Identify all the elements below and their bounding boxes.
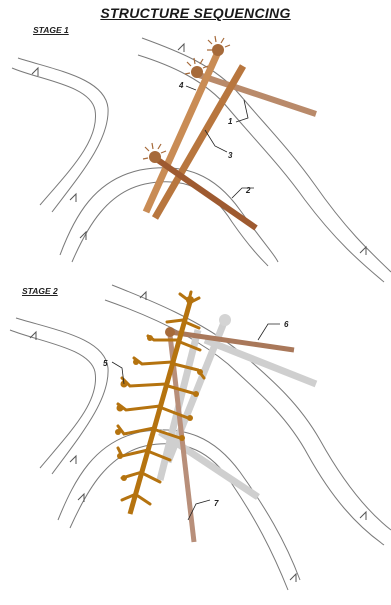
callout-2: 2 [245,186,251,195]
callout-5: 5 [103,359,108,368]
main-channel-bank-1 [58,430,300,580]
callout-3: 3 [228,151,233,160]
flow-arrow-icon [290,574,296,582]
callout-leader-3 [205,130,227,152]
callout-4: 4 [178,81,184,90]
callout-7: 7 [214,499,219,508]
callout-6: 6 [284,320,289,329]
callout-leader-4 [186,86,196,90]
stage-2-logs [130,302,294,542]
flow-arrow-icon [70,456,76,464]
left-channel-bank-outer [10,330,96,468]
stage-1-drawing: 1 2 3 4 [12,36,391,282]
stage-1-logs [143,36,316,228]
callout-leader-6 [258,324,280,340]
upper-channel-bank-1 [142,38,391,272]
ghost-root-wad-icon [219,314,231,326]
flow-arrow-icon [30,332,36,340]
callout-leader-5 [112,362,124,384]
flow-arrow-icon [360,512,366,520]
root-wad-icon [165,327,175,337]
callout-leader-2 [232,188,254,198]
flow-arrow-icon [70,194,76,202]
left-channel-bank-inner [18,58,108,212]
callout-1: 1 [228,117,233,126]
flow-arrow-icon [178,44,184,52]
left-channel-bank-inner [16,318,108,474]
flow-arrow-icon [360,247,366,255]
stage-2-drawing: 5 6 7 [10,285,391,590]
main-channel-bank-2 [70,444,288,590]
left-channel-bank-outer [12,68,96,205]
